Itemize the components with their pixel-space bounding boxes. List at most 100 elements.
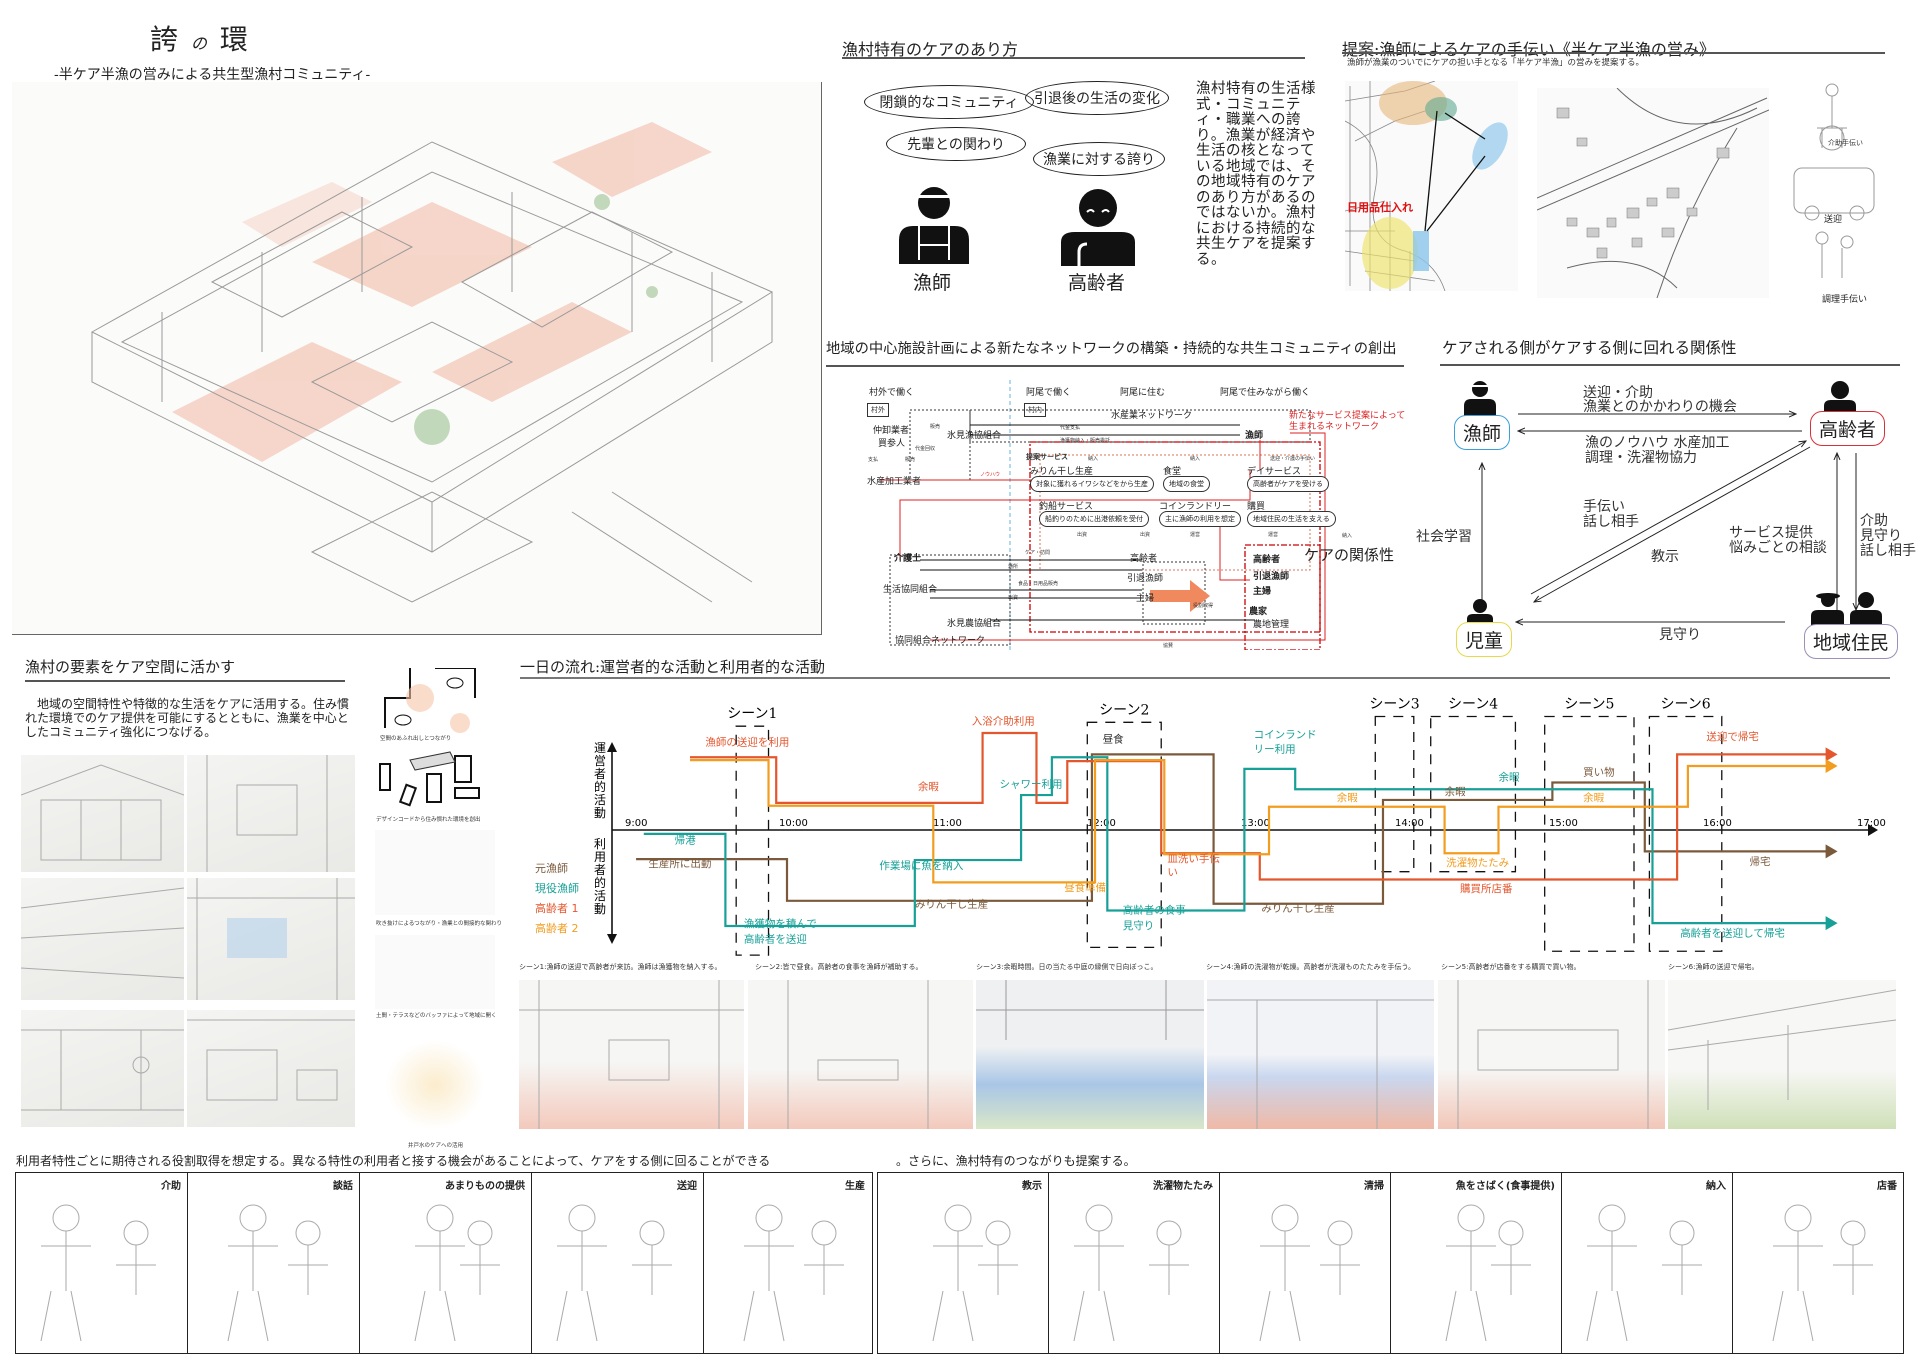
relation-actor-child: 児童 [1456,622,1513,657]
operator-axis-label: 動 [594,806,606,820]
caregiver-figures-sketch [1793,83,1875,278]
role-cell: 店番 [1733,1173,1903,1353]
terrace-sketch [375,935,495,1009]
activity-label: 昼食準備 [1064,881,1106,894]
service-name-0: みりん干し生産 [1030,467,1094,477]
scene-label: シーン4 [1448,697,1498,713]
role-label: 魚をさばく(食事提供) [1455,1181,1555,1192]
design-code-diagram [379,751,480,807]
node-elder: 高齢者 [1130,554,1158,564]
edge-e-to-r-1: 介助 [1860,513,1888,529]
scene-box [1374,715,1415,873]
activity-label: 帰港 [675,834,696,847]
street-map [1537,88,1769,298]
activity-label: 皿洗い手伝 [1167,852,1220,865]
activity-label: 漁獲物を積んで [744,917,817,930]
user-axis-label: 用 [594,850,606,864]
role-label: 介助 [161,1181,181,1192]
user-axis-label: 的 [594,875,606,890]
edge-e-to-c: 教示 [1651,549,1679,565]
role-cell: 介助 [16,1173,188,1353]
role-label: 店番 [1877,1181,1897,1192]
legend-item: 現役漁師 [535,881,579,895]
time-tick-label: 16:00 [1703,818,1732,829]
roles-intro-left: 利用者特性ごとに期待される役割取得を想定する。異なる特性の利用者と接する機会があ… [16,1154,771,1168]
activity-label: 生産所に出勤 [648,857,711,870]
edge-label: 協賛 [1163,643,1174,649]
edge-c-to-f: 社会学習 [1416,529,1472,545]
node-farmer: 農家 [1249,607,1268,617]
tag-outside: 村外 [867,403,889,417]
edge-label: 納入 [1190,456,1201,462]
activity-label: 余暇 [1337,791,1359,804]
edge-label: 販売 [930,424,941,430]
activity-label: 昼食 [1103,733,1125,746]
activity-label: 高齢者の食事 [1123,903,1186,916]
scene-box [1544,715,1635,952]
activity-label: 買い物 [1583,766,1615,779]
node-coop: 生活協同組合 [883,585,938,595]
title-char-1: 誇 [150,23,181,56]
role-cell: 送迎 [532,1173,704,1353]
figure-label-transport: 送迎 [1824,215,1843,225]
proposal-subtext: 漁師が漁業のついでにケアの担い手となる「半ケア半漁」の営みを提案する。 [1347,58,1644,68]
activity-label: みりん干し生産 [915,898,989,911]
area-map: 日用品仕入れ [1345,81,1518,291]
edge-label: 納入 [1088,456,1099,462]
edge-label: 役割取得 [1193,603,1214,609]
activity-axis-arrow-up [607,742,617,752]
role-sketch [743,1204,844,1342]
elderly-icon [1061,189,1135,266]
service-name-4: コインランドリー [1159,502,1232,512]
series-line [689,759,1830,884]
fishing-village-photo [187,1010,355,1127]
legend-item: 高齢者 2 [535,921,579,935]
service-desc-0: 対象に獲れるイワシなどをから生産 [1030,476,1154,492]
diagram-caption: デザインコードから住み慣れた環境を創出 [376,817,481,823]
services-title: 提案サービス [1026,453,1068,461]
role-cell: 清掃 [1220,1173,1391,1353]
edge-r-to-c: 見守り [1659,627,1701,643]
activity-label: 入浴介助利用 [972,714,1035,727]
role-label: 洗濯物たたみ [1153,1181,1213,1192]
scene-5-illustration [1438,980,1665,1129]
col-ao-live-work: 阿尾で住みながら働く [1220,388,1311,398]
relation-actor-residents: 地域住民 [1804,624,1899,659]
network-rule [826,365,1404,367]
activity-label: コインランド [1254,729,1317,741]
activity-label: 送迎で帰宅 [1706,730,1759,743]
time-tick-label: 17:00 [1857,818,1886,829]
relation-fisherman-icon [1464,381,1496,416]
fishing-village-photo [187,878,355,1000]
role-sketch [556,1204,672,1342]
activity-label: 余暇 [918,780,939,793]
edge-e-to-r-2: 見守り [1860,528,1902,544]
new-network-label-1: 新たなサービス提案によって [1289,411,1406,421]
time-tick-label: 9:00 [625,818,647,829]
edge-label: ノウハウ [980,472,1001,478]
edge-c-to-e-1: 手伝い [1583,499,1625,515]
scene-box [735,725,770,956]
relation-heading: ケアされる側がケアする側に回れる関係性 [1442,339,1737,357]
diagram-caption: 吹き抜けによるつながり・漁業との間接的な関わり [376,921,503,927]
service-name-3: 釣船サービス [1039,502,1094,512]
scene-caption-4: シーン4:漁師の洗濯物が乾燥。高齢者が洗濯ものたたみを手伝う。 [1206,963,1416,971]
timeline-heading: 一日の流れ:運営者的な活動と利用者的な活動 [520,658,826,676]
node-elder-b: 高齢者 [1253,555,1281,565]
activity-label: 購買所店番 [1460,882,1513,895]
series-arrowhead [1825,844,1838,859]
roles-panel-left: 介助 談話 あまりものの提供 送迎 生産 [15,1172,873,1354]
proposal-rule [1342,52,1885,54]
care-style-text: 漁村特有の生活様式・コミュニティ・職業への誇り。漁業が経済や生活の核となっている… [1196,81,1316,268]
edge-r-to-e-2: 悩みごとの相談 [1729,540,1827,556]
edge-label: 送迎・介護の手伝い [1270,456,1316,462]
time-tick-label: 12:00 [1087,818,1116,829]
service-name-2: デイサービス [1247,467,1302,477]
relation-residents-icon [1811,592,1882,626]
axonometric-sketch [90,122,774,603]
legend-item: 高齢者 1 [535,901,579,915]
title-char-2: 環 [219,23,250,56]
activity-label: 高齢者を送迎 [744,933,807,946]
col-ao-live: 阿尾に住む [1120,388,1166,398]
edge-label: 出資 [1008,595,1019,601]
